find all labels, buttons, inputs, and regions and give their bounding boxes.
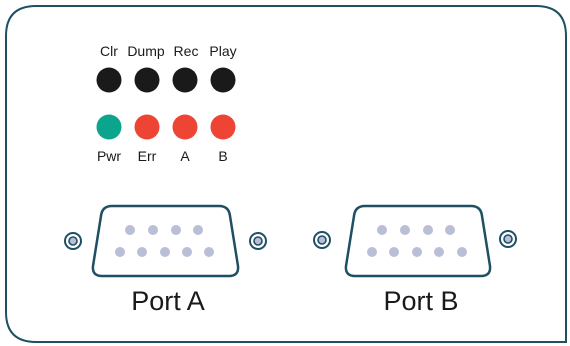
led-label-pwr: Pwr: [97, 148, 121, 164]
port-a[interactable]: [64, 204, 267, 278]
pin-row-bottom: [367, 247, 467, 257]
button-row: [96, 67, 236, 93]
button-label-play: Play: [209, 43, 236, 59]
screw-icon: [313, 231, 331, 249]
a-led: [172, 114, 198, 140]
clr-button[interactable]: [96, 67, 122, 93]
led-label-b: B: [218, 148, 227, 164]
panel-frame: [5, 5, 567, 343]
led-labels: Pwr Err A B: [97, 148, 228, 164]
screw-icon: [499, 230, 517, 248]
screw-icon: [249, 232, 267, 250]
button-label-clr: Clr: [100, 43, 118, 59]
button-label-rec: Rec: [174, 43, 199, 59]
led-label-err: Err: [138, 148, 157, 164]
led-row: [96, 114, 236, 140]
screw-icon: [64, 232, 82, 250]
button-labels: Clr Dump Rec Play: [100, 43, 237, 59]
button-label-dump: Dump: [127, 43, 165, 59]
pwr-led: [96, 114, 122, 140]
pin-row-top: [377, 225, 455, 235]
b-led: [210, 114, 236, 140]
rec-button[interactable]: [172, 67, 198, 93]
port-b-label: Port B: [383, 286, 458, 316]
pin-row-top: [125, 225, 203, 235]
pin-row-bottom: [115, 247, 214, 257]
port-b[interactable]: [313, 204, 517, 278]
led-label-a: A: [180, 148, 190, 164]
dump-button[interactable]: [134, 67, 160, 93]
db9-connector-icon: [91, 204, 240, 278]
db9-connector-icon: [344, 204, 492, 278]
play-button[interactable]: [210, 67, 236, 93]
port-a-label: Port A: [131, 286, 205, 316]
err-led: [134, 114, 160, 140]
